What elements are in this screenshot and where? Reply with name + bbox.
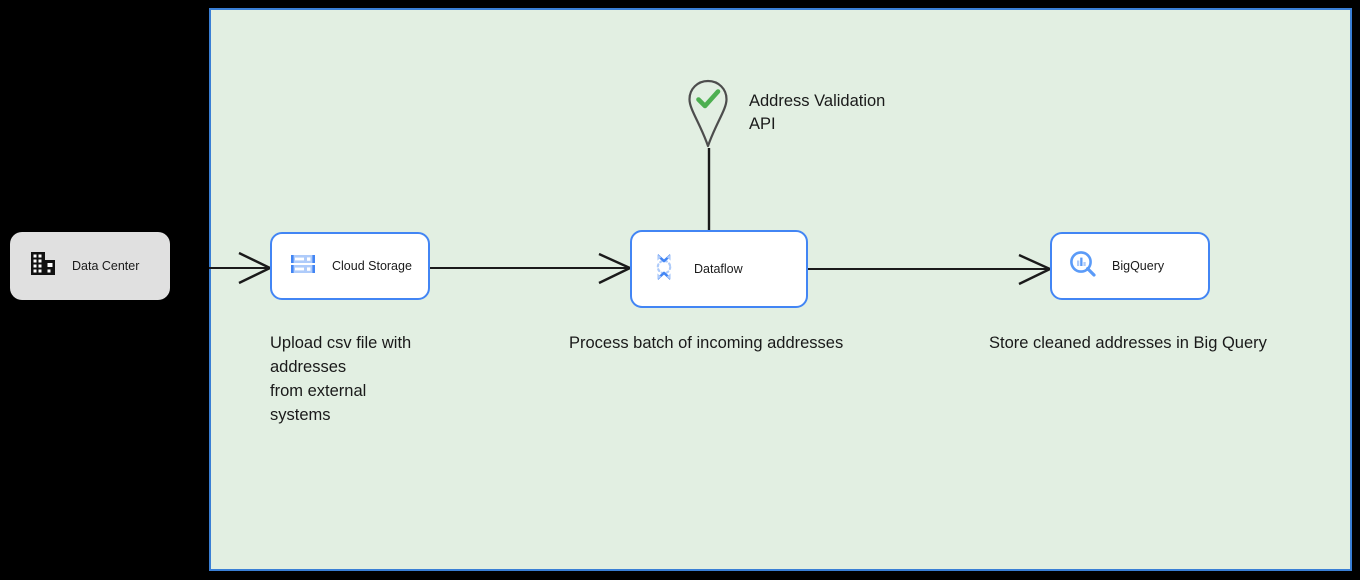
node-bigquery[interactable]: BigQuery <box>1050 232 1210 300</box>
node-label-cloud-storage: Cloud Storage <box>332 259 412 273</box>
map-pin-check-icon <box>688 79 728 148</box>
node-data-center[interactable]: Data Center <box>10 232 170 300</box>
label-address-validation-api: Address Validation API <box>749 92 886 133</box>
node-address-validation-api[interactable] <box>684 78 732 150</box>
caption-cloud-storage: Upload csv file with addresses from exte… <box>270 334 412 424</box>
node-dataflow[interactable]: Dataflow <box>630 230 808 308</box>
node-label-bigquery: BigQuery <box>1112 259 1165 273</box>
bigquery-icon <box>1068 249 1098 284</box>
node-label-dataflow: Dataflow <box>694 262 743 276</box>
building-icon <box>28 249 58 284</box>
caption-bigquery: Store cleaned addresses in Big Query <box>989 334 1267 352</box>
node-label-data-center: Data Center <box>72 259 140 273</box>
caption-dataflow: Process batch of incoming addresses <box>569 334 844 352</box>
cloud-storage-icon <box>288 249 318 284</box>
node-cloud-storage[interactable]: Cloud Storage <box>270 232 430 300</box>
dataflow-icon <box>648 251 680 288</box>
